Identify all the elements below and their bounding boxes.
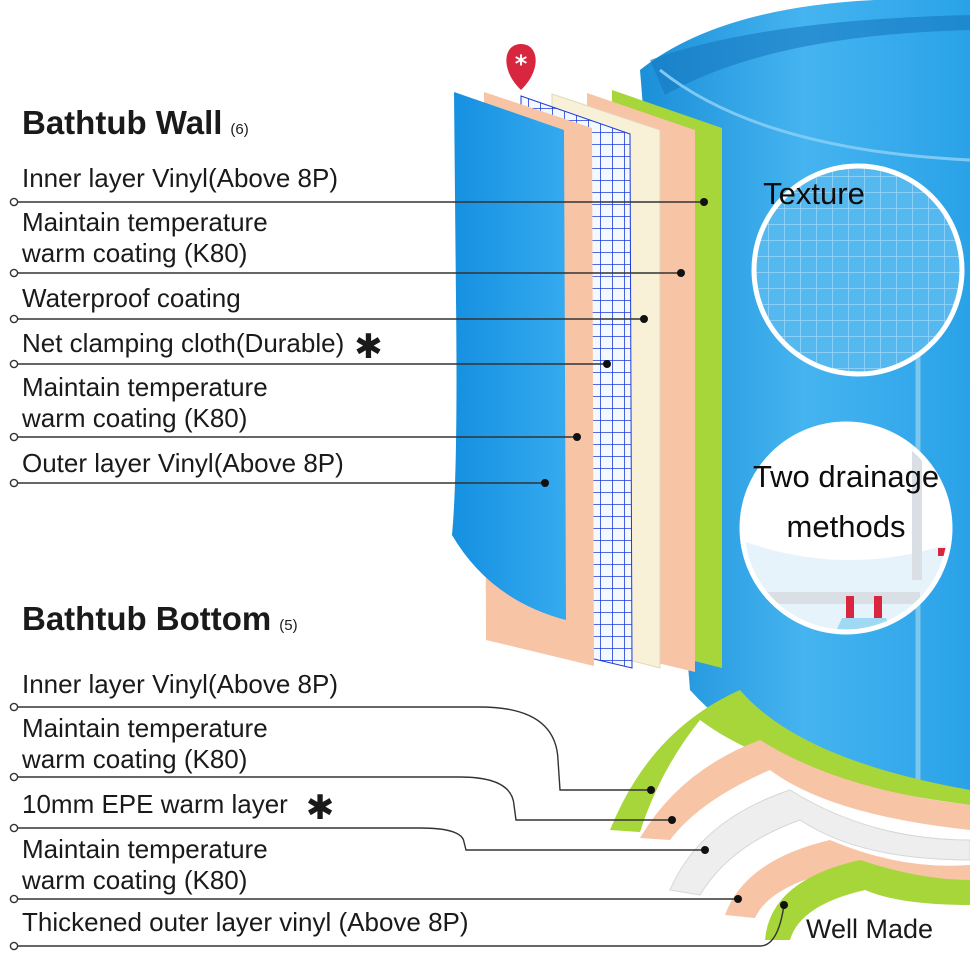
bottom-layer-2: Maintain temperature warm coating (K80)	[22, 713, 268, 774]
wall-layer-5: Maintain temperature warm coating (K80)	[22, 372, 268, 433]
bottom-title: Bathtub Bottom (5)	[22, 600, 298, 638]
bottom-leader-dots	[9, 702, 788, 951]
wall-layer-2: Maintain temperature warm coating (K80)	[22, 207, 268, 268]
bottom-title-text: Bathtub Bottom	[22, 600, 272, 637]
wall-layer-1: Inner layer Vinyl(Above 8P)	[22, 163, 339, 193]
location-pin-icon: *	[506, 44, 536, 90]
bottom-layer-5: Thickened outer layer vinyl (Above 8P)	[22, 907, 469, 937]
bottom-leader-lines	[14, 706, 785, 947]
asterisk-icon: ✱	[354, 328, 383, 366]
bottom-layer-3-text: 10mm EPE warm layer	[22, 789, 288, 819]
wall-title-text: Bathtub Wall	[22, 104, 223, 141]
svg-text:*: *	[515, 50, 528, 78]
drainage-label: Two drainage methods	[752, 459, 940, 544]
well-made-label: Well Made	[806, 914, 934, 944]
wall-layer-6: Outer layer Vinyl(Above 8P)	[22, 448, 344, 478]
texture-callout	[751, 163, 965, 377]
wall-leader-lines	[14, 201, 704, 484]
asterisk-icon: ✱	[305, 789, 335, 827]
bottom-layer-4: Maintain temperature warm coating (K80)	[22, 834, 268, 895]
bottom-layer-count: (5)	[279, 617, 298, 634]
wall-leader-dots	[9, 197, 708, 488]
wall-layer-4-text: Net clamping cloth(Durable)	[22, 328, 345, 358]
bottom-layer-3: 10mm EPE warm layer ✱	[22, 789, 334, 825]
texture-label: Texture	[763, 176, 865, 211]
wall-title: Bathtub Wall (6)	[22, 104, 249, 142]
drainage-callout	[739, 421, 953, 635]
bottom-layers	[610, 690, 970, 940]
bottom-layer-1: Inner layer Vinyl(Above 8P)	[22, 669, 339, 699]
wall-layer-4: Net clamping cloth(Durable) ✱	[22, 328, 383, 364]
wall-layer-count: (6)	[230, 121, 249, 138]
wall-layers	[452, 90, 722, 672]
wall-layer-3: Waterproof coating	[22, 283, 241, 313]
